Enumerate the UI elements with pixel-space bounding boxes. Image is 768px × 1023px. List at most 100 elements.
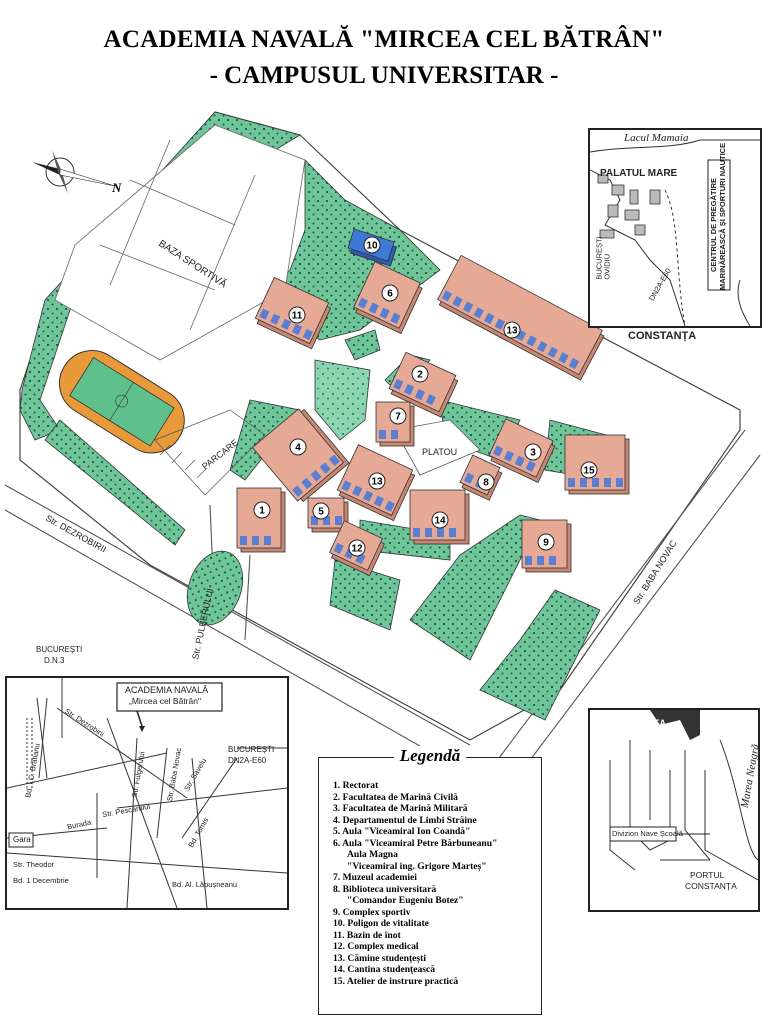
inset-map-city: ACADEMIA NAVALĂ „Mircea cel Bătrân" Gara… xyxy=(5,676,289,910)
building-number-label: 10 xyxy=(366,241,378,252)
building-number-label: 11 xyxy=(292,311,303,322)
centru-line2: MARINĂREASCĂ ȘI SPORTURI NAUTICE xyxy=(718,142,727,290)
legend-item: 5. Aula "Viceamiral Ion Coandă" xyxy=(333,826,471,837)
divizion-nave-label: Divizion Nave Școală xyxy=(612,829,683,838)
bd-lapusneanu-inset: Bd. Al. Lăpușneanu xyxy=(172,880,238,889)
window xyxy=(514,455,525,467)
building-number-marker xyxy=(312,502,330,520)
window xyxy=(335,516,342,525)
gara-label: Gara xyxy=(13,835,31,844)
academy-box-line1: ACADEMIA NAVALĂ xyxy=(125,685,209,695)
legend-title: Legendă xyxy=(393,746,467,765)
window xyxy=(333,542,344,554)
window xyxy=(373,495,385,507)
building-15 xyxy=(564,434,630,495)
constanta-port-label: CONSTANȚA xyxy=(610,718,666,728)
window xyxy=(462,301,474,313)
window xyxy=(403,383,415,396)
building-number-marker xyxy=(411,365,429,383)
window xyxy=(368,302,379,314)
stadium xyxy=(58,350,185,454)
window xyxy=(492,445,504,457)
window xyxy=(568,478,575,487)
legend-item: 1. Rectorat xyxy=(333,780,379,791)
window xyxy=(301,477,313,490)
window xyxy=(592,478,599,487)
window xyxy=(537,556,544,565)
building-number-label: 14 xyxy=(434,516,446,527)
building-number-label: 12 xyxy=(351,544,363,555)
window xyxy=(526,335,537,347)
window xyxy=(464,472,475,484)
window xyxy=(302,328,313,341)
sports-base xyxy=(54,124,306,361)
building-number-label: 13 xyxy=(371,477,383,488)
building-number-label: 13 xyxy=(506,326,518,337)
window xyxy=(437,528,444,537)
window xyxy=(525,556,532,565)
window xyxy=(391,430,398,439)
building-number-label: 2 xyxy=(417,370,423,381)
window xyxy=(323,516,330,525)
window xyxy=(264,536,271,545)
centru-pregatire-label: CENTRUL DE PREGĂTIRE MARINĂREASCĂ ȘI SPO… xyxy=(705,143,733,290)
dn2a-e60-label: DN2A-E60 xyxy=(228,756,267,765)
window xyxy=(341,480,352,492)
building-13 xyxy=(437,254,605,381)
bucuresti-e60-label: BUCUREȘTI xyxy=(228,745,275,754)
window xyxy=(484,312,495,325)
window xyxy=(310,470,322,482)
window xyxy=(604,478,611,487)
str-theodor-inset: Str. Theodor xyxy=(13,860,55,869)
platou-label: PLATOU xyxy=(422,447,457,457)
window xyxy=(240,536,247,545)
legend-item: 14. Cantina studențească xyxy=(333,964,436,975)
window xyxy=(568,357,580,370)
building-number-marker xyxy=(289,438,307,456)
ovidiu-label: OVIDIU xyxy=(602,253,612,280)
building-number-marker xyxy=(368,472,386,490)
building-7 xyxy=(375,401,415,447)
window xyxy=(352,485,363,497)
building-number-marker xyxy=(363,236,381,254)
window xyxy=(311,516,318,525)
compass-rose-icon xyxy=(32,150,116,194)
window xyxy=(292,485,304,497)
lacul-mamaia-label: Lacul Mamaia xyxy=(624,132,689,144)
building-number-marker xyxy=(389,407,407,425)
window xyxy=(393,378,404,391)
window xyxy=(425,394,436,406)
legend-item: 6. Aula "Viceamiral Petre Bărbuneanu" xyxy=(333,837,498,849)
legend-item: 7. Muzeul academiei xyxy=(333,872,417,883)
legend-item: 3. Facultatea de Marină Militară xyxy=(333,803,468,814)
map-title-line2: - CAMPUSUL UNIVERSITAR - xyxy=(209,62,559,89)
window xyxy=(252,536,259,545)
window xyxy=(515,329,527,341)
building-number-marker xyxy=(477,473,495,491)
dn3-label: D.N.3 xyxy=(44,656,65,665)
building-number-label: 5 xyxy=(318,507,324,518)
window xyxy=(390,312,401,324)
legend-item: 4. Departamentul de Limbi Străine xyxy=(333,814,477,826)
building-number-label: 1 xyxy=(259,506,265,517)
window xyxy=(357,297,368,309)
constanta-below-label: CONSTANȚA xyxy=(628,330,697,342)
building-number-label: 7 xyxy=(395,412,401,423)
window xyxy=(494,318,506,330)
window xyxy=(414,389,426,401)
legend-item: "Viceamiral ing. Grigore Marteș" xyxy=(347,860,487,872)
bd-1-decembrie-inset: Bd. 1 Decembrie xyxy=(13,876,69,885)
window xyxy=(328,454,341,467)
building-number-marker xyxy=(253,501,271,519)
window xyxy=(384,500,395,512)
palatul-mare-label: PALATUL MARE xyxy=(600,168,678,179)
inset-map-port: CONSTANȚA Marea Neagră Divizion Nave Șco… xyxy=(588,708,760,912)
window xyxy=(473,307,484,319)
window xyxy=(319,462,331,474)
window xyxy=(547,346,559,358)
building-number-label: 3 xyxy=(530,448,536,459)
